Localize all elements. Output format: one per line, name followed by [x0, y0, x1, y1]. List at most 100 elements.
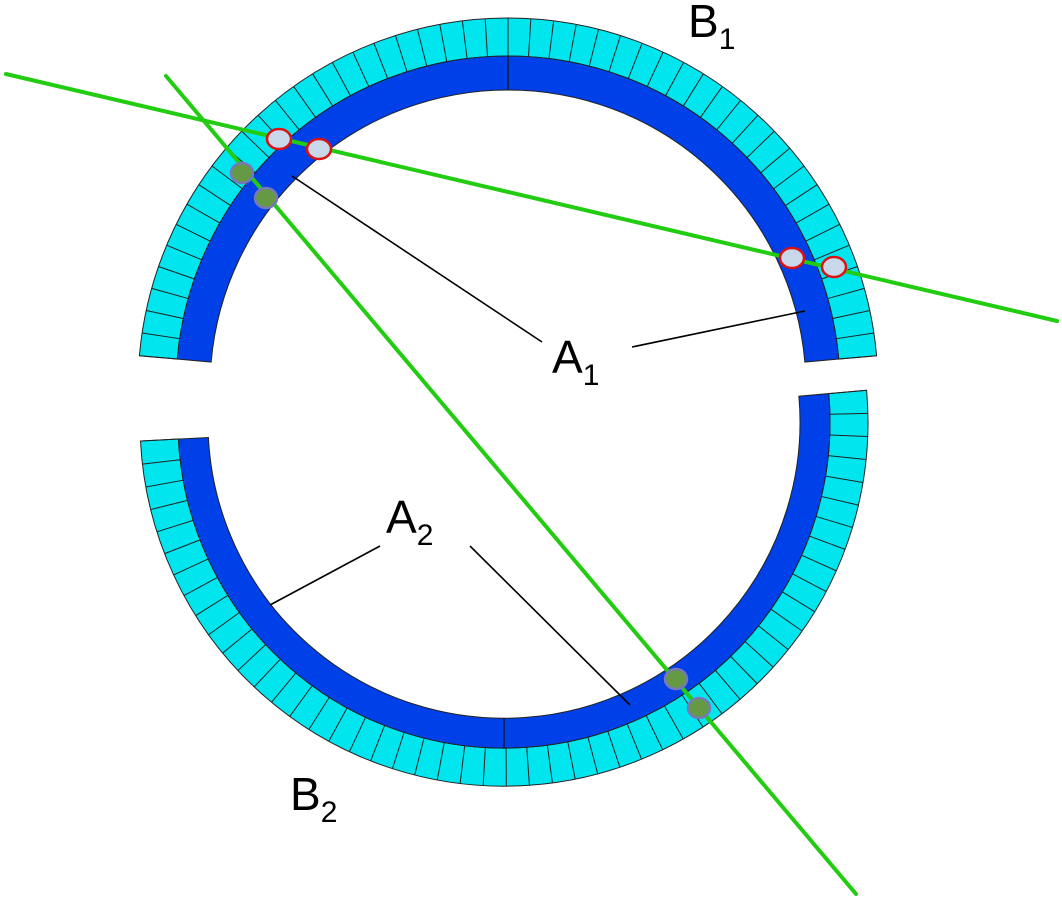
label-b1: B1: [688, 0, 735, 56]
lower-detector: [139, 389, 869, 787]
b1-cell-divider: [646, 51, 664, 87]
b1-cell-divider: [151, 287, 189, 300]
b2-cell-divider: [414, 737, 425, 776]
b2-cell-divider: [328, 707, 348, 742]
b2-cell-divider: [482, 747, 486, 786]
b1-cell-divider: [588, 29, 600, 67]
b1-cell-divider: [548, 20, 555, 59]
leader-a1-right: [631, 310, 806, 348]
leader-a1-left: [291, 175, 543, 343]
b2-cell-divider: [349, 716, 367, 752]
b1-cell-divider: [241, 130, 270, 158]
b2-cell-divider: [730, 656, 758, 685]
label-a1: A1: [552, 331, 599, 392]
b1-cell-divider: [461, 20, 468, 59]
b1-cell-divider: [293, 86, 317, 118]
b1-cell-divider: [139, 355, 178, 360]
b2-cell-divider: [607, 730, 621, 768]
b1-cell-divider: [312, 73, 334, 107]
b1-cell-divider: [158, 266, 195, 280]
b2-cell-divider: [308, 696, 330, 730]
b2-cell-divider: [183, 577, 218, 597]
b2-cell-divider: [698, 682, 723, 714]
b1-cell-divider: [142, 332, 180, 340]
b1-cell-divider: [146, 310, 184, 319]
b1-cell-divider: [746, 130, 775, 158]
b2-cell-divider: [142, 459, 181, 465]
leader-a2-left: [269, 545, 381, 606]
b2-cell-divider: [587, 736, 599, 774]
label-b2: B2: [290, 768, 337, 829]
hit-red-outer-left: [265, 127, 293, 151]
inner-ring-a1: [176, 55, 840, 363]
b1-cell-divider: [166, 244, 202, 261]
hit-red-outer-right: [820, 255, 848, 279]
b2-cell-divider: [828, 389, 867, 395]
b2-cell-divider: [792, 573, 827, 592]
label-a2: A2: [386, 491, 433, 552]
b2-cell-divider: [150, 499, 188, 511]
b2-cell-divider: [828, 455, 867, 461]
b1-cell-divider: [439, 24, 448, 62]
hit-green-inner-bottom: [663, 667, 689, 691]
b2-cell-divider: [208, 612, 240, 636]
b1-cell-divider: [773, 165, 805, 190]
b2-cell-divider: [173, 558, 209, 576]
coincidence-line-red: [4, 72, 1059, 323]
b2-cell-divider: [714, 669, 741, 700]
b1-cell-divider: [760, 147, 791, 174]
b1-cell-divider: [274, 99, 300, 131]
outer-ring-b2-cells: [140, 389, 868, 786]
b2-cell-divider: [271, 672, 297, 703]
labels: B1 A1 A2 B2: [290, 0, 735, 829]
b2-cell-divider: [459, 745, 466, 784]
b2-cell-divider: [645, 715, 664, 750]
b1-cell-divider: [785, 184, 818, 206]
b2-cell-divider: [626, 723, 642, 760]
b1-cell-divider: [528, 18, 532, 57]
b1-cell-divider: [836, 332, 874, 340]
b1-cell-divider: [805, 223, 841, 242]
b2-cell-divider: [809, 535, 846, 550]
inner-ring-a2: [177, 393, 831, 749]
b1-cell-divider: [795, 203, 830, 224]
b2-cell-divider: [140, 438, 179, 442]
b2-cell-divider: [663, 705, 684, 740]
b1-cell-divider: [416, 29, 428, 67]
b2-cell-divider: [770, 608, 803, 632]
b2-cell-divider: [195, 594, 229, 616]
b1-cell-divider: [699, 86, 723, 118]
b1-cell-divider: [198, 184, 231, 206]
b2-cell-divider: [156, 519, 194, 533]
b1-cell-divider: [832, 310, 870, 319]
hit-red-inner-left: [305, 137, 333, 161]
b2-cell-divider: [815, 515, 853, 528]
b1-cell-divider: [716, 99, 742, 131]
lines-of-response: [4, 72, 1059, 896]
b2-cell-divider: [744, 641, 774, 668]
b2-cell-divider: [829, 412, 868, 415]
b1-cell-divider: [627, 42, 643, 79]
hit-green-inner-top: [253, 186, 279, 210]
b1-cell-divider: [838, 355, 877, 360]
b1-cell-divider: [665, 62, 685, 97]
b1-cell-divider: [211, 165, 243, 190]
b1-cell-divider: [827, 287, 865, 300]
b2-cell-divider: [829, 434, 868, 437]
leader-a2-right: [469, 545, 631, 706]
b1-cell-divider: [373, 42, 389, 79]
b2-cell-divider: [821, 495, 859, 506]
b2-cell-divider: [801, 554, 837, 572]
b2-cell-divider: [526, 747, 530, 786]
b2-cell-divider: [164, 539, 201, 555]
b2-cell-divider: [145, 479, 184, 488]
b1-cell-divider: [394, 35, 408, 72]
detection-points: [229, 127, 848, 720]
b2-cell-divider: [222, 628, 253, 654]
hit-red-inner-right: [778, 246, 806, 270]
b1-cell-divider: [484, 18, 488, 57]
hit-green-outer-top: [229, 161, 255, 185]
b2-cell-divider: [253, 658, 281, 688]
coincidence-line-green: [164, 74, 858, 896]
b2-cell-divider: [436, 742, 445, 780]
